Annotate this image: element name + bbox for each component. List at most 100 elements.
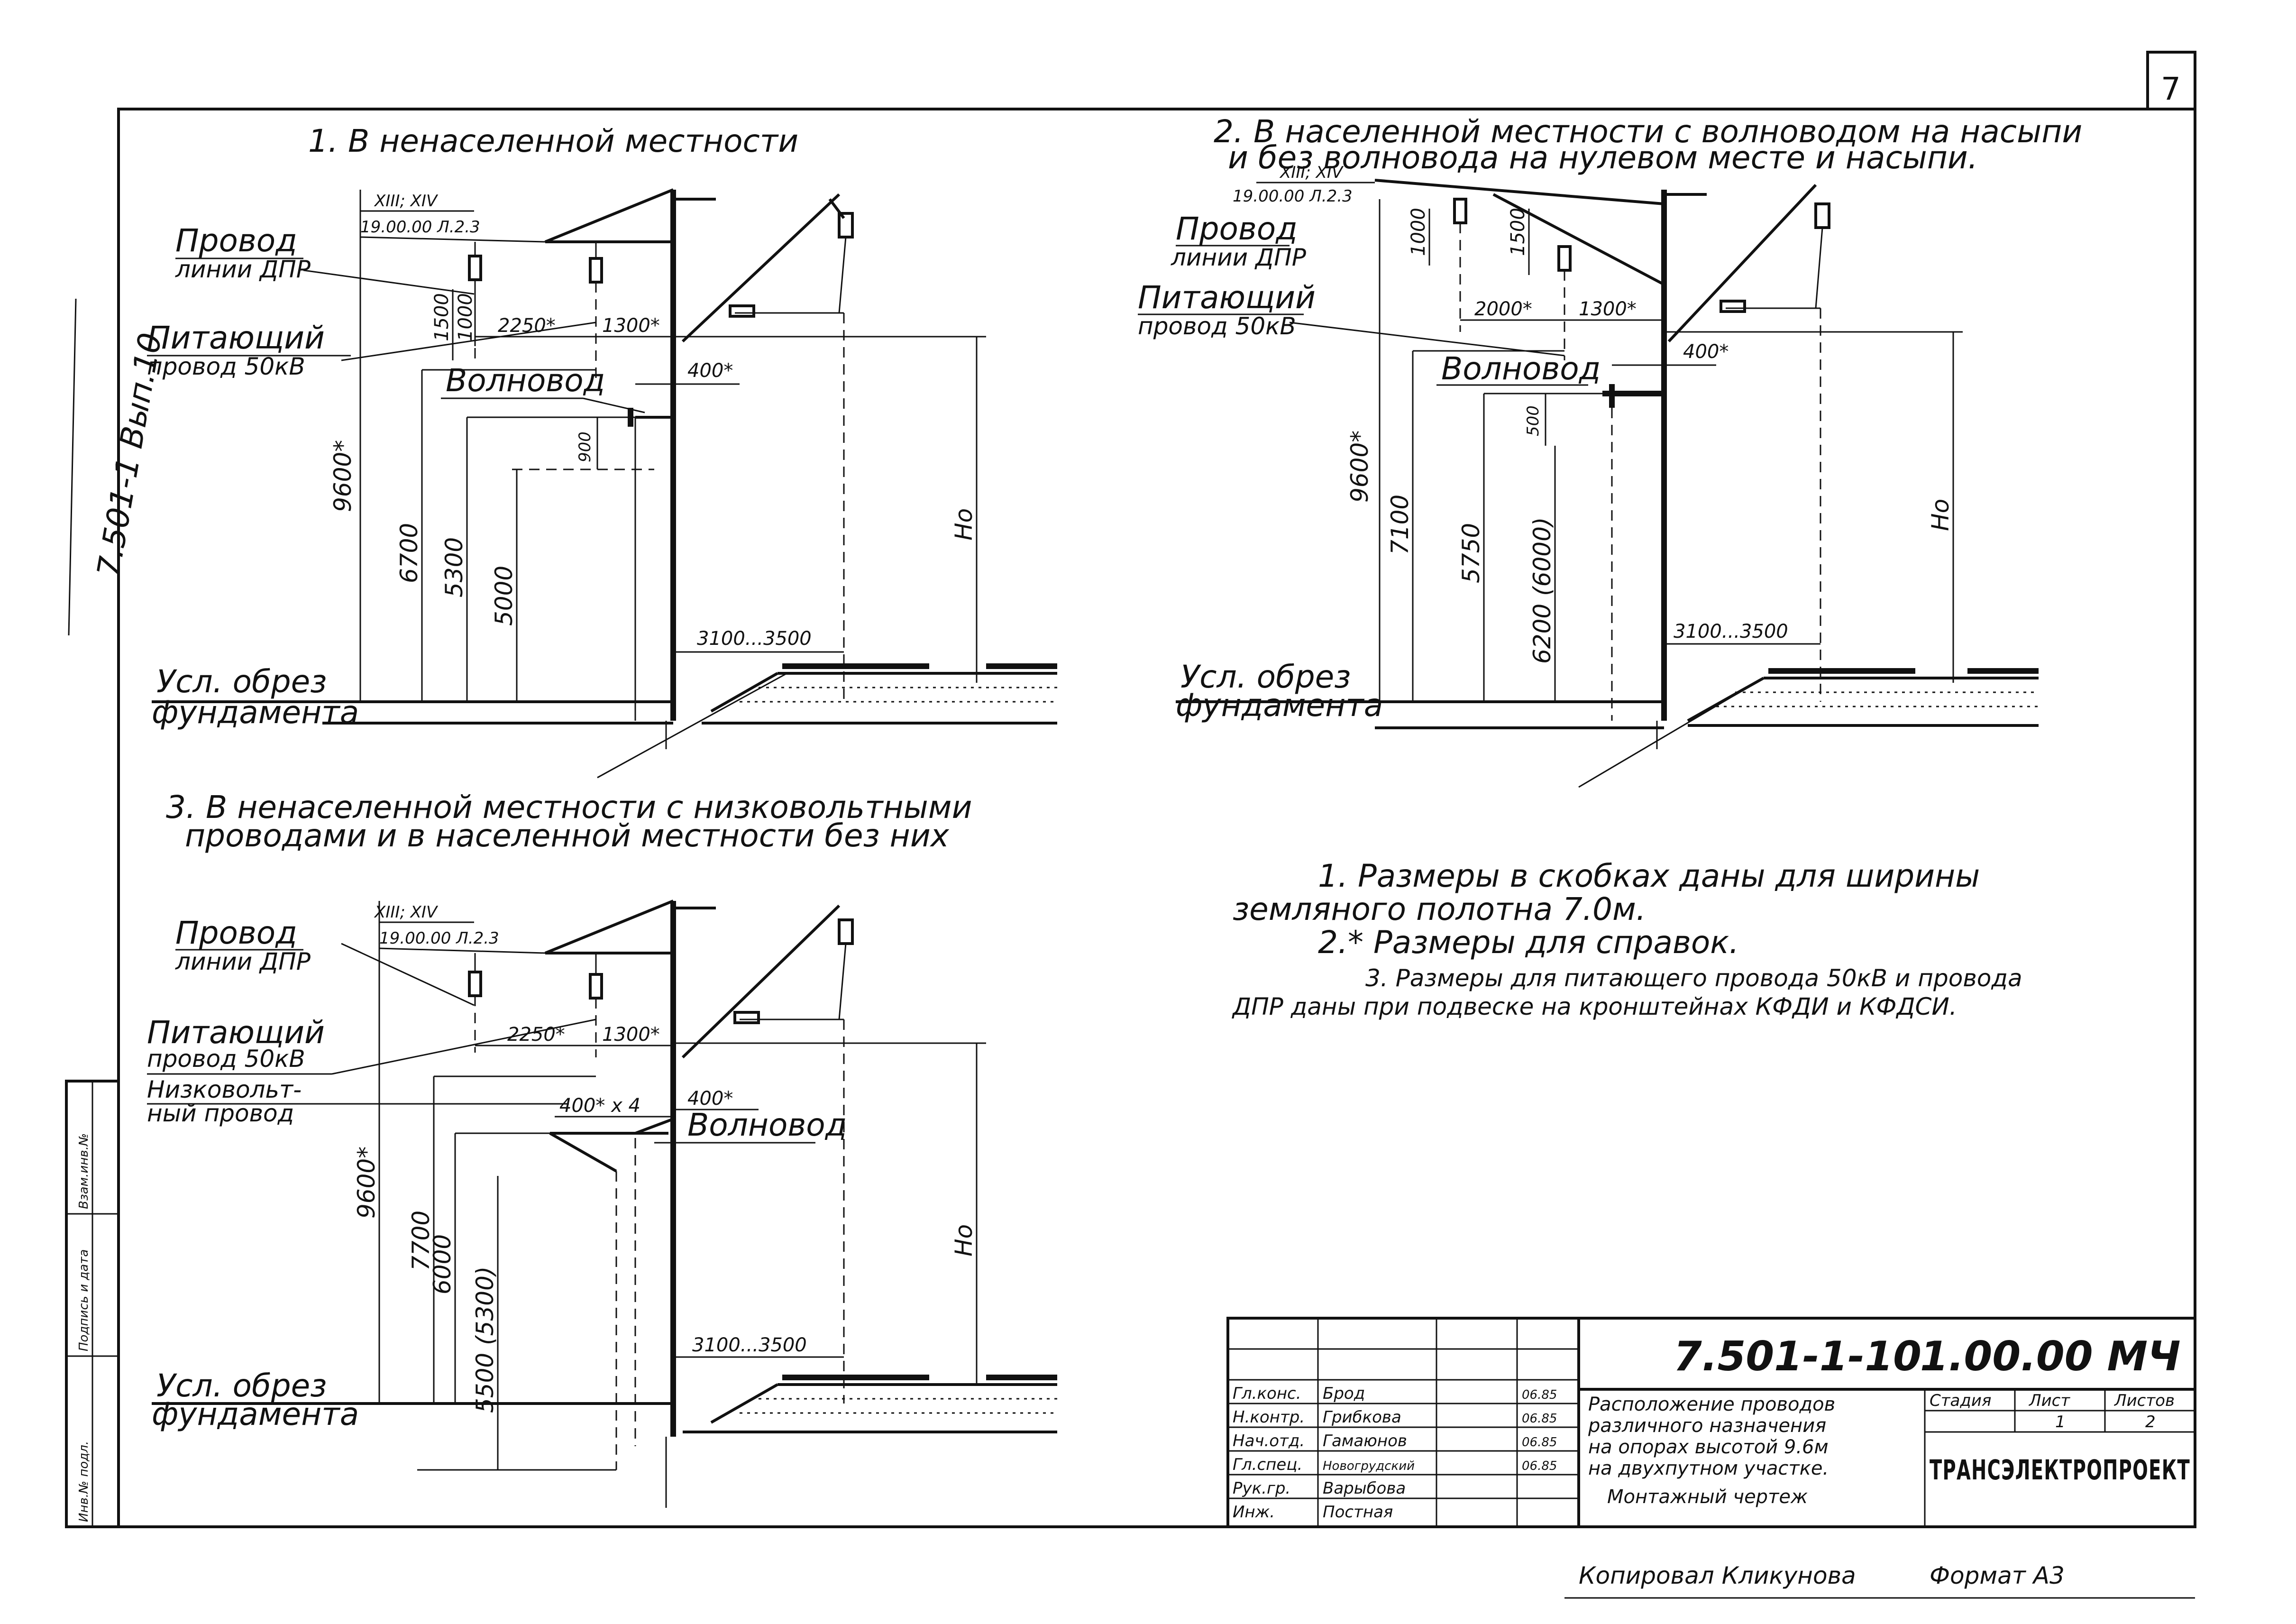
- stamp-title-2: на опорах высотой 9.6м: [1588, 1436, 1829, 1458]
- view2-bracket: [1667, 184, 1817, 343]
- side-stamp-replace: Взам.инв.№: [77, 1133, 91, 1209]
- view1-feed-label-2: провод 50кВ: [147, 353, 305, 380]
- view3-insulator: [838, 918, 854, 945]
- view3-title-2: проводами и в населенной местности без н…: [185, 817, 950, 854]
- stamp-sheet-value: 1: [2055, 1413, 2066, 1431]
- view2-title-1: 2. В населенной местности с волноводом н…: [1214, 113, 2082, 150]
- view1-dim-span: 3100...3500: [697, 628, 812, 650]
- view1-bracket: [681, 193, 841, 343]
- view3-lv-label-2: ный провод: [147, 1100, 294, 1127]
- stamp-date-3: 06.85: [1522, 1459, 1557, 1473]
- view2-waveguide-label: Волновод: [1441, 350, 1601, 387]
- view2-feed-label-1: Питающий: [1138, 279, 1316, 316]
- view1-dim-6700: 6700: [395, 523, 423, 583]
- view3-feed-label-1: Питающий: [147, 1014, 325, 1051]
- view3-dpr-label-2: линии ДПР: [175, 948, 311, 975]
- note-3a: 3. Размеры для питающего провода 50кВ и …: [1365, 964, 2022, 992]
- stamp-title-0: Расположение проводов: [1588, 1394, 1835, 1415]
- stamp-date-2: 06.85: [1522, 1435, 1557, 1450]
- view3-marks: XIII; XIV: [374, 903, 439, 922]
- view3-dim-ho: Но: [950, 1224, 978, 1257]
- view2-dim-span: 3100...3500: [1674, 621, 1788, 642]
- stamp-role-1: Н.контр.: [1233, 1408, 1305, 1427]
- view1-base-label-1: Усл. обрез: [156, 663, 327, 700]
- stamp-date-1: 06.85: [1522, 1412, 1557, 1426]
- view1-marks: XIII; XIV: [374, 192, 439, 211]
- notes: 1. Размеры в скобках даны для ширины зем…: [1232, 858, 2022, 1020]
- stamp-name-5: Постная: [1323, 1503, 1393, 1522]
- view3-dim-6000: 6000: [429, 1234, 456, 1294]
- view1-dim-9600: 9600*: [329, 440, 357, 512]
- note-1b: земляного полотна 7.0м.: [1233, 891, 1646, 927]
- view3-dim-2250: 2250*: [507, 1024, 565, 1046]
- view1-dim-ho: Но: [950, 508, 978, 541]
- view2-marks: XIII; XIV: [1279, 163, 1344, 182]
- view2-dpr-label-1: Провод: [1176, 211, 1298, 247]
- view1-base-label-2: фундамента: [152, 694, 359, 731]
- view2-dim-500: 500: [1524, 405, 1543, 436]
- view2-dpr-label-2: линии ДПР: [1171, 244, 1307, 271]
- view-2: 2. В населенной местности с волноводом н…: [1138, 113, 2082, 788]
- view3-dim-9600: 9600*: [353, 1147, 380, 1219]
- view3-dim-span: 3100...3500: [692, 1334, 807, 1356]
- view2-dim-ho: Но: [1927, 499, 1954, 531]
- view3-waveguide-label: Волновод: [687, 1107, 847, 1143]
- view1-dim-1500: 1500: [431, 293, 453, 341]
- view1-dim-1300: 1300*: [602, 315, 660, 337]
- view3-bracket: [681, 904, 841, 1059]
- view3-dim-7700: 7700: [407, 1211, 435, 1271]
- view2-dim-400: 400*: [1683, 341, 1729, 363]
- view3-ref: 19.00.00 Л.2.3: [379, 929, 499, 948]
- stamp-role-0: Гл.конс.: [1233, 1384, 1301, 1403]
- side-stamp-inv: Инв.№ подл.: [77, 1441, 91, 1522]
- title-block: 7.501-1-10 1.00.00 МЧ Гл.конс. Н.контр. …: [1226, 1317, 2196, 1528]
- view-3: 3. В ненаселенной местности с низковольт…: [147, 789, 1057, 1508]
- view3-dim-5500: 5500 (5300): [471, 1266, 499, 1413]
- view1-dpr-label-1: Провод: [175, 222, 297, 259]
- view2-title-2: и без волновода на нулевом месте и насып…: [1228, 139, 1978, 176]
- view3-feed-label-2: провод 50кВ: [147, 1045, 305, 1073]
- view1-dim-900: 900: [576, 431, 595, 462]
- stamp-title-3: на двухпутном участке.: [1588, 1458, 1829, 1479]
- stamp-date-0: 06.85: [1522, 1388, 1557, 1402]
- stamp-role-3: Гл.спец.: [1233, 1455, 1302, 1474]
- stamp-sheets-header: Листов: [2113, 1391, 2175, 1410]
- view2-dim-6200: 6200 (6000): [1528, 517, 1556, 664]
- view-1: 1. В ненаселенной местности XIII; XIV 19…: [147, 123, 1057, 779]
- view3-dim-400x4: 400* х 4: [559, 1095, 640, 1117]
- view1-insulator: [838, 212, 854, 239]
- view2-dim-7100: 7100: [1386, 495, 1414, 555]
- footer-copied: Копировал Кликунова: [1579, 1562, 1856, 1589]
- view1-dpr-label-2: линии ДПР: [175, 256, 311, 283]
- view1-waveguide-label: Волновод: [446, 362, 605, 399]
- stamp-title-4: Монтажный чертеж: [1607, 1486, 1808, 1508]
- stamp-stage-header: Стадия: [1930, 1391, 1991, 1410]
- stamp-sheet-header: Лист: [2028, 1391, 2070, 1410]
- view1-ref: 19.00.00 Л.2.3: [360, 218, 480, 237]
- stamp-doc-code: 7.501-1-10: [1674, 1333, 1921, 1380]
- stamp-name-1: Грибкова: [1323, 1408, 1401, 1427]
- view2-dim-9600: 9600*: [1346, 431, 1373, 503]
- view2-base-label-2: фундамента: [1176, 687, 1383, 724]
- view3-title-1: 3. В ненаселенной местности с низковольт…: [166, 789, 972, 826]
- page-number: 7: [2161, 71, 2181, 107]
- view2-dim-1500: 1500: [1507, 208, 1529, 256]
- stamp-name-0: Брод: [1323, 1384, 1365, 1403]
- note-2: 2.* Размеры для справок.: [1318, 924, 1739, 961]
- stamp-role-5: Инж.: [1233, 1503, 1275, 1522]
- drawing-frame: [117, 108, 2196, 1528]
- view2-dim-5750: 5750: [1457, 523, 1485, 583]
- stamp-name-3: Новогрудский: [1323, 1459, 1415, 1473]
- view3-embankment: [710, 1383, 778, 1424]
- view1-dim-400: 400*: [687, 360, 733, 382]
- view1-dim-5000: 5000: [490, 566, 518, 626]
- side-stamp-signature: Подпись и дата: [77, 1249, 91, 1351]
- view1-dim-5300: 5300: [440, 537, 468, 597]
- view3-base-label-2: фундамента: [152, 1396, 359, 1432]
- view2-embankment: [1687, 677, 1765, 722]
- view1-dim-2250: 2250*: [498, 315, 556, 337]
- view2-dim-1000: 1000: [1408, 208, 1429, 256]
- side-stamp: Инв.№ подл. Подпись и дата Взам.инв.№: [65, 1080, 120, 1528]
- view2-ref: 19.00.00 Л.2.3: [1233, 187, 1353, 206]
